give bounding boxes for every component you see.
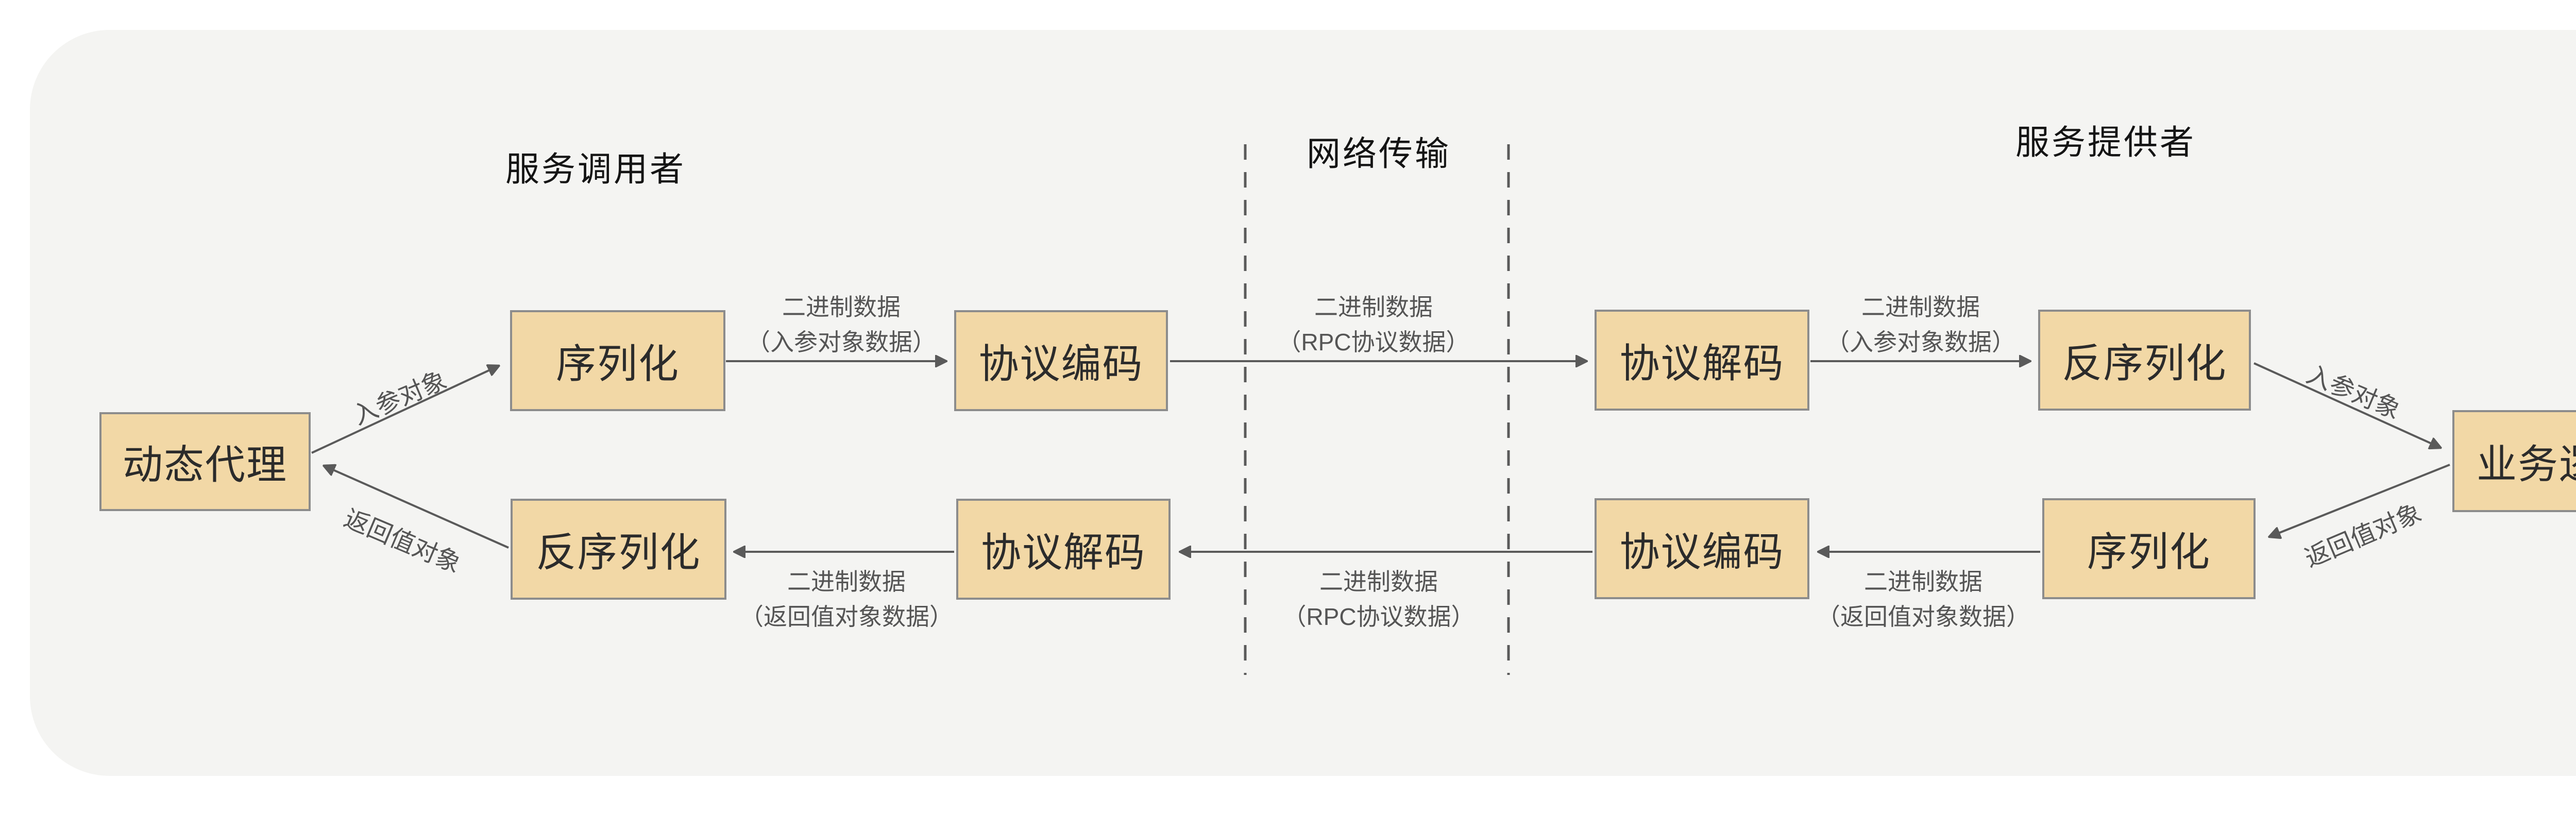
node-serialize-top: 序列化 bbox=[510, 310, 725, 411]
edge-label-line2: （RPC协议数据） bbox=[1277, 329, 1470, 355]
edge-label-binary-return-caller: 二进制数据 （返回值对象数据） bbox=[740, 564, 953, 634]
node-business-logic: 业务逻辑 bbox=[2452, 410, 2576, 512]
header-network-transfer: 网络传输 bbox=[1307, 134, 1451, 173]
node-deserialize-top: 反序列化 bbox=[2038, 310, 2251, 411]
edge-label-binary-rpc-top: 二进制数据 （RPC协议数据） bbox=[1277, 290, 1469, 360]
edge-label-line2: （返回值对象数据） bbox=[740, 603, 953, 630]
edge-label-line2: （入参对象数据） bbox=[1826, 329, 2015, 355]
edge-label-line1: 二进制数据 bbox=[1864, 568, 1982, 595]
edge-label-line1: 二进制数据 bbox=[787, 568, 906, 595]
node-protocol-encode-top: 协议编码 bbox=[954, 310, 1168, 411]
edge-label-line1: 二进制数据 bbox=[1319, 568, 1438, 595]
arrow-business-to-serialize bbox=[2270, 464, 2450, 536]
edge-label-binary-return-provider: 二进制数据 （返回值对象数据） bbox=[1817, 564, 2030, 634]
node-dynamic-proxy: 动态代理 bbox=[99, 412, 311, 511]
edge-label-line1: 二进制数据 bbox=[1314, 293, 1433, 320]
arrow-proxy-to-serialize bbox=[311, 366, 498, 454]
edge-label-line1: 二进制数据 bbox=[1861, 293, 1980, 320]
edge-label-binary-input-provider: 二进制数据 （入参对象数据） bbox=[1826, 290, 2015, 360]
edge-label-line1: 二进制数据 bbox=[782, 293, 901, 320]
node-protocol-decode-top: 协议解码 bbox=[1595, 310, 1809, 411]
edge-label-line2: （返回值对象数据） bbox=[1817, 603, 2030, 630]
arrow-deserialize-to-business bbox=[2253, 362, 2439, 447]
edge-label-line2: （RPC协议数据） bbox=[1282, 603, 1475, 630]
edge-label-binary-input-caller: 二进制数据 （入参对象数据） bbox=[747, 290, 936, 360]
node-protocol-decode-bottom: 协议解码 bbox=[956, 499, 1171, 600]
edge-label-binary-rpc-bottom: 二进制数据 （RPC协议数据） bbox=[1282, 564, 1475, 634]
header-service-provider: 服务提供者 bbox=[2015, 123, 2196, 161]
node-serialize-bottom: 序列化 bbox=[2042, 498, 2256, 599]
edge-label-line2: （入参对象数据） bbox=[747, 329, 936, 355]
arrow-deserialize-to-proxy bbox=[325, 466, 509, 549]
node-protocol-encode-bottom: 协议编码 bbox=[1595, 498, 1809, 599]
header-service-caller: 服务调用者 bbox=[505, 150, 686, 188]
node-deserialize-bottom: 反序列化 bbox=[511, 499, 726, 600]
